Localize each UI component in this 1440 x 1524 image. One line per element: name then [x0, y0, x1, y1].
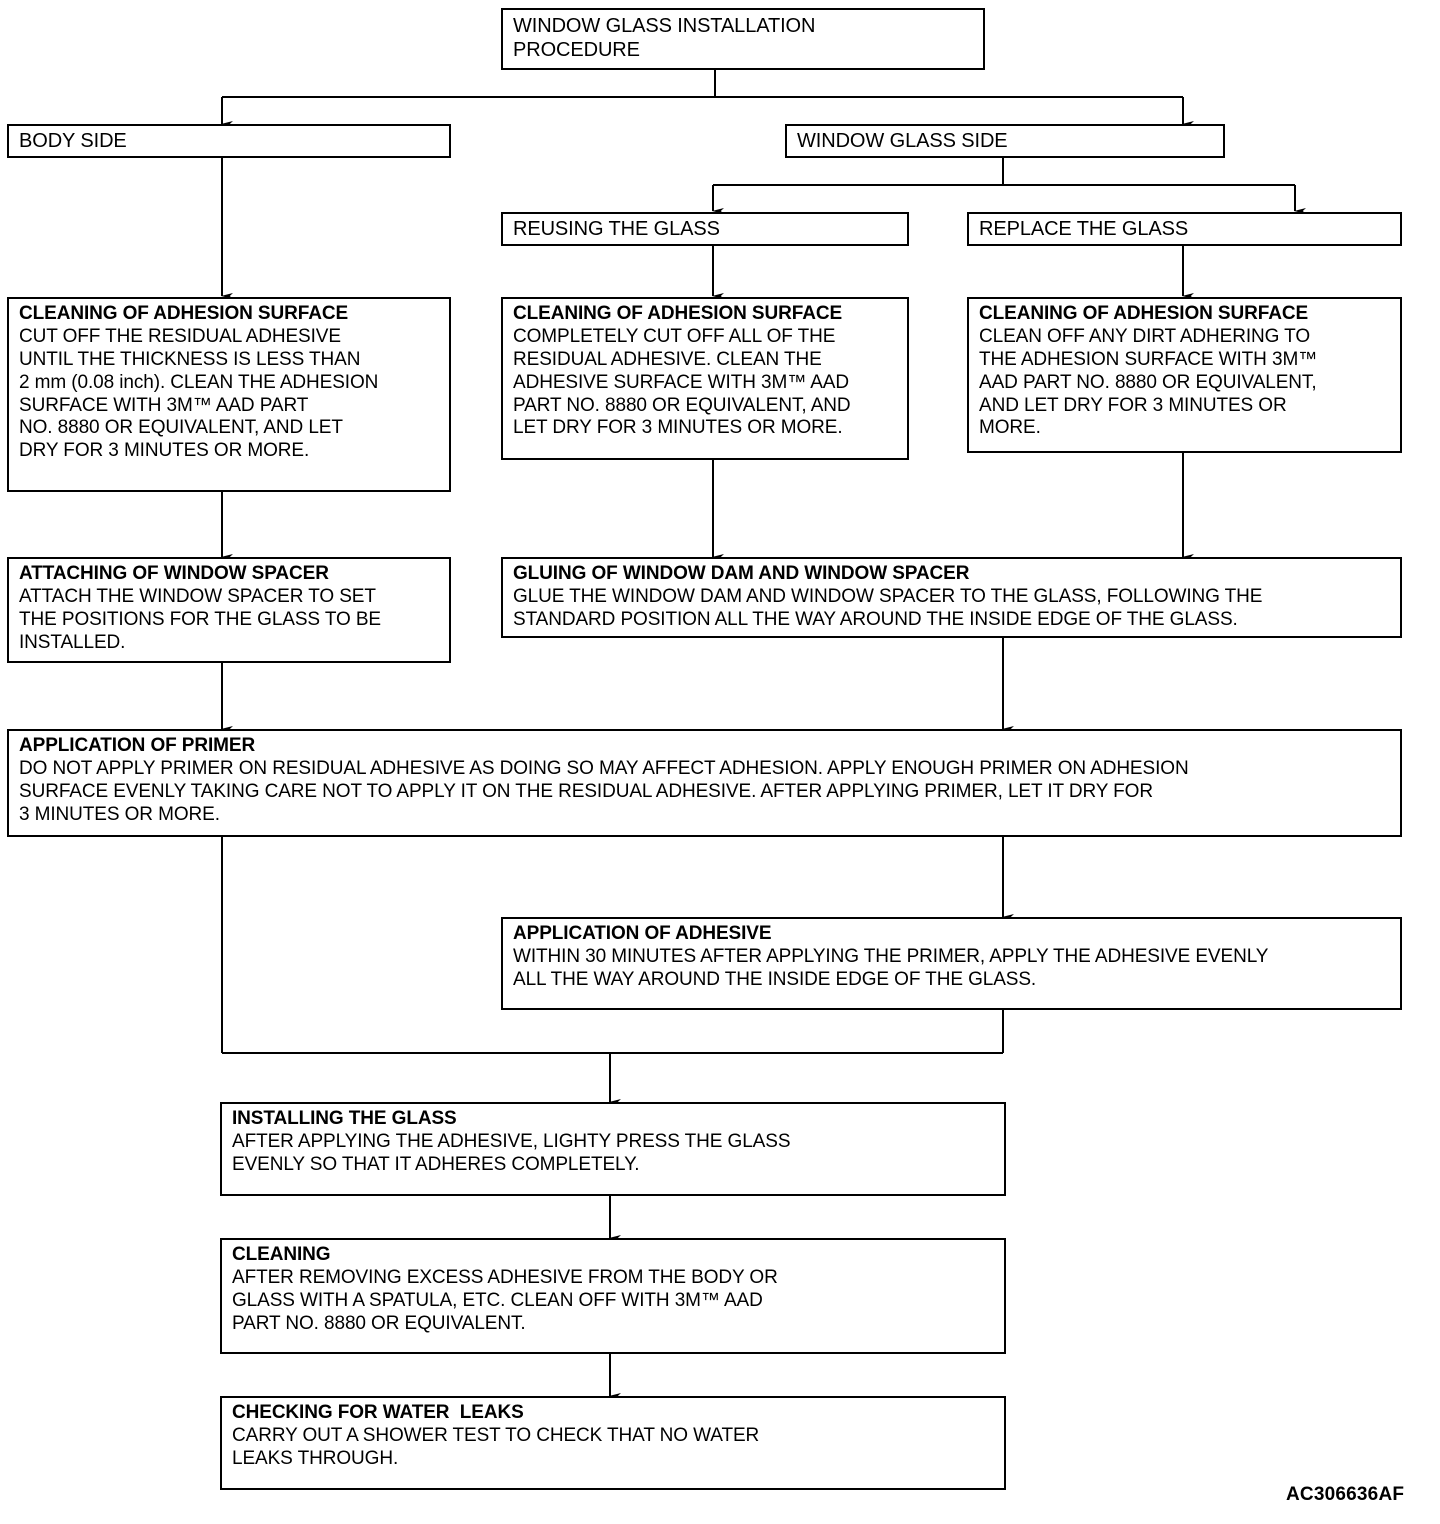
node-gluing-window-dam-spacer-text: GLUE THE WINDOW DAM AND WINDOW SPACER TO…	[513, 585, 1263, 630]
node-cleaning-adhesion-reuse-text: COMPLETELY CUT OFF ALL OF THE RESIDUAL A…	[513, 325, 851, 439]
node-checking-water-leaks-text: CARRY OUT A SHOWER TEST TO CHECK THAT NO…	[232, 1424, 760, 1469]
node-checking-water-leaks: CHECKING FOR WATER LEAKS CARRY OUT A SHO…	[220, 1396, 1006, 1490]
node-window-glass-side: WINDOW GLASS SIDE	[785, 124, 1225, 158]
node-application-of-adhesive-text: WITHIN 30 MINUTES AFTER APPLYING THE PRI…	[513, 945, 1269, 990]
node-cleaning-adhesion-reuse: CLEANING OF ADHESION SURFACE COMPLETELY …	[501, 297, 909, 460]
node-root: WINDOW GLASS INSTALLATION PROCEDURE	[501, 8, 985, 70]
node-application-of-adhesive-title: APPLICATION OF ADHESIVE	[513, 923, 772, 944]
node-cleaning-adhesion-body-text: CUT OFF THE RESIDUAL ADHESIVE UNTIL THE …	[19, 325, 379, 462]
node-gluing-window-dam-spacer-title: GLUING OF WINDOW DAM AND WINDOW SPACER	[513, 563, 970, 584]
node-gluing-window-dam-spacer: GLUING OF WINDOW DAM AND WINDOW SPACER G…	[501, 557, 1402, 638]
node-attaching-window-spacer: ATTACHING OF WINDOW SPACER ATTACH THE WI…	[7, 557, 451, 663]
node-window-glass-side-text: WINDOW GLASS SIDE	[797, 130, 1008, 152]
node-cleaning-adhesion-body-title: CLEANING OF ADHESION SURFACE	[19, 303, 349, 324]
node-body-side-text: BODY SIDE	[19, 130, 127, 152]
reference-code: AC306636AF	[1286, 1484, 1405, 1505]
node-cleaning-final-text: AFTER REMOVING EXCESS ADHESIVE FROM THE …	[232, 1266, 778, 1334]
node-replace-the-glass-text: REPLACE THE GLASS	[979, 218, 1189, 240]
node-cleaning-adhesion-replace-text: CLEAN OFF ANY DIRT ADHERING TO THE ADHES…	[979, 325, 1318, 439]
node-application-of-primer-text: DO NOT APPLY PRIMER ON RESIDUAL ADHESIVE…	[19, 757, 1189, 825]
node-application-of-primer-title: APPLICATION OF PRIMER	[19, 735, 256, 756]
node-attaching-window-spacer-text: ATTACH THE WINDOW SPACER TO SET THE POSI…	[19, 585, 382, 653]
node-application-of-adhesive: APPLICATION OF ADHESIVE WITHIN 30 MINUTE…	[501, 917, 1402, 1010]
node-cleaning-final: CLEANING AFTER REMOVING EXCESS ADHESIVE …	[220, 1238, 1006, 1354]
node-cleaning-adhesion-replace: CLEANING OF ADHESION SURFACE CLEAN OFF A…	[967, 297, 1402, 453]
node-cleaning-final-title: CLEANING	[232, 1244, 331, 1265]
node-application-of-primer: APPLICATION OF PRIMER DO NOT APPLY PRIME…	[7, 729, 1402, 837]
node-cleaning-adhesion-body: CLEANING OF ADHESION SURFACE CUT OFF THE…	[7, 297, 451, 492]
node-reusing-the-glass-text: REUSING THE GLASS	[513, 218, 720, 240]
node-attaching-window-spacer-title: ATTACHING OF WINDOW SPACER	[19, 563, 329, 584]
node-root-text: WINDOW GLASS INSTALLATION PROCEDURE	[513, 15, 816, 62]
node-replace-the-glass: REPLACE THE GLASS	[967, 212, 1402, 246]
node-checking-water-leaks-title: CHECKING FOR WATER LEAKS	[232, 1402, 524, 1423]
node-installing-the-glass-title: INSTALLING THE GLASS	[232, 1108, 457, 1129]
node-body-side: BODY SIDE	[7, 124, 451, 158]
node-reusing-the-glass: REUSING THE GLASS	[501, 212, 909, 246]
node-cleaning-adhesion-reuse-title: CLEANING OF ADHESION SURFACE	[513, 303, 843, 324]
node-installing-the-glass: INSTALLING THE GLASS AFTER APPLYING THE …	[220, 1102, 1006, 1196]
node-cleaning-adhesion-replace-title: CLEANING OF ADHESION SURFACE	[979, 303, 1309, 324]
node-installing-the-glass-text: AFTER APPLYING THE ADHESIVE, LIGHTY PRES…	[232, 1130, 791, 1175]
